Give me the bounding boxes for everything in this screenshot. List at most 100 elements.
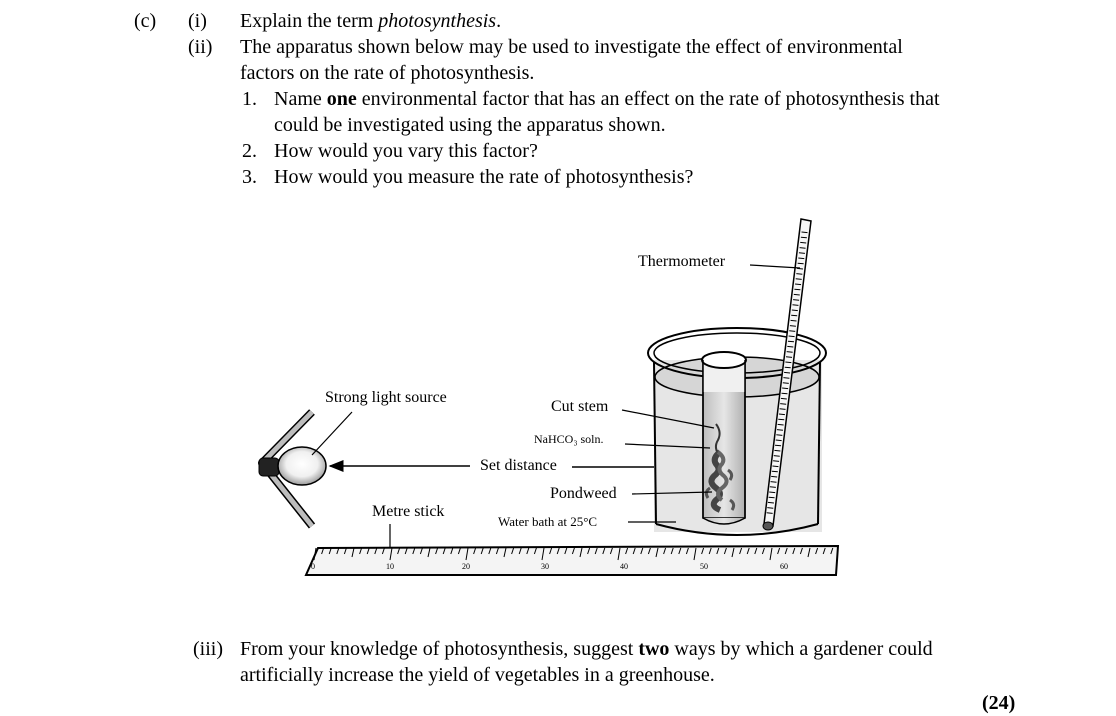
thermometer-tick bbox=[778, 413, 785, 416]
ruler-tick bbox=[731, 547, 735, 558]
ruler-tick bbox=[533, 547, 537, 555]
thermometer-tick bbox=[772, 465, 779, 468]
thermometer-tick bbox=[792, 304, 799, 306]
ruler-tick bbox=[693, 547, 697, 561]
question-i-suffix: . bbox=[496, 10, 502, 32]
thermometer-tick bbox=[774, 444, 782, 447]
thermometer-tick bbox=[767, 507, 774, 509]
item-3-text: How would you measure the rate of photos… bbox=[274, 166, 694, 188]
ruler-tick bbox=[799, 547, 803, 555]
leader-cut-stem bbox=[621, 409, 715, 429]
ruler-tick bbox=[389, 547, 393, 561]
item-1-num: 1. bbox=[242, 88, 257, 110]
question-iii-line2: artificially increase the yield of veget… bbox=[240, 664, 715, 686]
thermometer-tick bbox=[782, 387, 789, 390]
ruler-tick bbox=[587, 547, 591, 555]
ruler-number-10: 10 bbox=[386, 562, 394, 571]
ruler-tick bbox=[457, 547, 461, 555]
thermometer-tick bbox=[798, 252, 805, 254]
ruler-number-60: 60 bbox=[780, 562, 788, 571]
ruler-tick bbox=[427, 547, 431, 558]
thermometer-tick bbox=[800, 241, 807, 244]
leader-thermometer bbox=[749, 264, 801, 269]
ruler-tick bbox=[328, 547, 332, 555]
thermometer-tick bbox=[786, 351, 793, 353]
item-1-post: environmental factor that has an effect … bbox=[356, 88, 940, 110]
ruler-tick bbox=[784, 547, 788, 555]
ruler-tick bbox=[343, 547, 347, 555]
ruler-number-20: 20 bbox=[462, 562, 470, 571]
ruler-tick bbox=[807, 547, 811, 558]
thermometer-tick bbox=[774, 449, 781, 452]
thermometer-tick bbox=[793, 299, 800, 301]
thermometer-tick bbox=[768, 496, 775, 499]
ruler-tick bbox=[647, 547, 651, 555]
question-iii-text: From your knowledge of photosynthesis, s… bbox=[240, 636, 933, 662]
thermometer-tick bbox=[770, 481, 777, 483]
ruler-tick bbox=[617, 547, 621, 561]
thermometer-tick bbox=[771, 475, 778, 478]
thermometer-tick bbox=[800, 236, 807, 239]
ruler-tick bbox=[754, 547, 758, 555]
label-set-distance: Set distance bbox=[480, 457, 557, 474]
test-tube-icon bbox=[701, 351, 747, 525]
thermometer-tick bbox=[784, 366, 791, 369]
marks-label: (24) bbox=[982, 692, 1016, 714]
thermometer-ticks bbox=[766, 231, 808, 514]
ruler-number-0: 0 bbox=[311, 562, 315, 571]
label-metre-stick: Metre stick bbox=[372, 503, 445, 520]
thermometer-tick bbox=[785, 356, 793, 358]
ruler-number-40: 40 bbox=[620, 562, 628, 571]
thermometer-tick bbox=[779, 408, 786, 410]
thermometer-tick bbox=[796, 267, 804, 270]
label-pondweed: Pondweed bbox=[550, 485, 617, 502]
ruler-tick bbox=[663, 547, 667, 555]
thermometer-tick bbox=[781, 392, 788, 395]
ruler-tick bbox=[313, 547, 317, 561]
thermometer-tick bbox=[782, 382, 789, 384]
item-1-pre: Name bbox=[274, 88, 327, 110]
label-nahco3: NaHCO₃ soln. bbox=[534, 432, 604, 446]
thermometer-tick bbox=[767, 501, 774, 504]
thermometer-tick bbox=[789, 330, 796, 332]
thermometer-tick bbox=[793, 293, 800, 296]
ruler-tick bbox=[746, 547, 750, 555]
ruler-tick bbox=[701, 547, 705, 555]
thermometer-tick bbox=[801, 231, 808, 234]
pondweed-icon bbox=[704, 423, 736, 513]
thermometer-tick bbox=[776, 429, 784, 431]
thermometer-tick bbox=[766, 512, 773, 514]
ruler-tick bbox=[708, 547, 712, 555]
thermometer-tick bbox=[776, 434, 783, 436]
ruler-tick bbox=[723, 547, 727, 555]
ruler-tick bbox=[336, 547, 340, 555]
ruler-tick bbox=[777, 547, 781, 555]
thermometer-tick bbox=[775, 439, 782, 442]
thermometer-tick bbox=[791, 314, 798, 317]
label-light-source: Strong light source bbox=[325, 389, 447, 406]
ruler-tick bbox=[556, 547, 560, 555]
thermometer-tick bbox=[771, 470, 778, 473]
ruler-tick bbox=[579, 547, 583, 558]
question-i-text: Explain the term photosynthesis. bbox=[240, 8, 501, 34]
ruler-tick bbox=[685, 547, 689, 555]
ruler-tick bbox=[526, 547, 530, 555]
part-label: (c) bbox=[134, 10, 157, 32]
thermometer-tick bbox=[780, 403, 787, 405]
subpart-iii-label: (iii) bbox=[193, 638, 223, 660]
ruler-tick bbox=[609, 547, 613, 555]
thermometer-tick bbox=[795, 283, 802, 286]
thermometer-tick bbox=[769, 486, 776, 488]
ruler-tick bbox=[480, 547, 484, 555]
ruler-tick bbox=[602, 547, 606, 555]
ruler-tick bbox=[419, 547, 423, 555]
ruler-tick bbox=[442, 547, 446, 555]
ruler-ticks bbox=[313, 547, 834, 561]
item-1-text: Name one environmental factor that has a… bbox=[274, 86, 940, 112]
ruler-tick bbox=[655, 547, 659, 558]
ruler-tick bbox=[625, 547, 629, 555]
ruler-tick bbox=[830, 547, 834, 555]
thermometer-tick bbox=[788, 335, 795, 338]
ruler-tick bbox=[321, 547, 325, 555]
